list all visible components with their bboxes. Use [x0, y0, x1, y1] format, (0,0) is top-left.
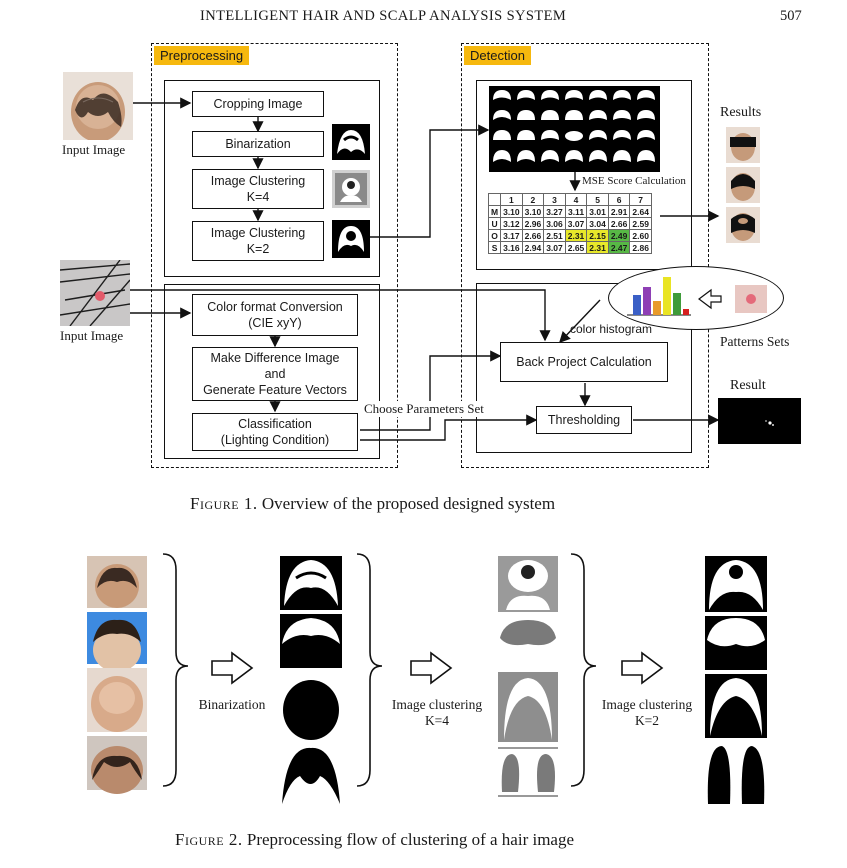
- result-threshold-image: [718, 398, 801, 444]
- running-head: INTELLIGENT HAIR AND SCALP ANALYSIS SYST…: [0, 6, 847, 26]
- result-label: Result: [730, 378, 766, 393]
- pattern-silhouette-grid: [489, 86, 660, 172]
- mse-header-row: 1 2 3 4 5 6 7: [487, 193, 652, 206]
- patterns-sets-label: Patterns Sets: [720, 334, 790, 349]
- step-color-format-conversion: Color format Conversion (CIE xyY): [192, 294, 358, 336]
- fig2-binarization-label: Binarization: [198, 697, 266, 712]
- detection-panel-top: [476, 80, 692, 270]
- result-thumb-3: [726, 207, 760, 243]
- step-image-clustering-k4: Image Clustering K=4: [192, 169, 324, 209]
- mse-score-table: 1 2 3 4 5 6 7 M 3.10 3.10 3.27 3.11 3.01…: [487, 193, 652, 254]
- table-row: O 3.17 2.66 2.51 2.31 2.15 2.49 2.60: [487, 229, 652, 242]
- thumb-binarization: [332, 124, 370, 160]
- table-row: M 3.10 3.10 3.27 3.11 3.01 2.91 2.64: [487, 205, 652, 218]
- result-thumb-1: [726, 127, 760, 163]
- figure-2: Binarization Image clustering K=4 Image …: [0, 540, 847, 868]
- thumb-clustering-k2: [332, 220, 370, 258]
- patterns-set-ellipse: [608, 266, 784, 330]
- input-image-label-1: Input Image: [62, 142, 126, 157]
- figure-1-caption: Figure 1. Overview of the proposed desig…: [190, 494, 556, 513]
- step-classification: Classification (Lighting Condition): [192, 413, 358, 451]
- color-histogram-label: color histogram: [570, 322, 653, 336]
- fig2-clustering-k2-label: Image clustering K=2: [601, 697, 693, 728]
- choose-parameters-label: Choose Parameters Set: [364, 401, 484, 417]
- mse-header-cell: 1: [500, 193, 523, 206]
- step-image-clustering-k2: Image Clustering K=2: [192, 221, 324, 261]
- input-photo-column: [87, 556, 147, 794]
- detection-panel-bottom: [476, 283, 692, 453]
- running-head-title: INTELLIGENT HAIR AND SCALP ANALYSIS SYST…: [200, 8, 567, 24]
- mse-score-label: MSE Score Calculation: [582, 175, 686, 187]
- detection-frame: [461, 43, 709, 468]
- mse-header-cell: 3: [543, 193, 566, 206]
- step-cropping-image: Cropping Image: [192, 91, 324, 117]
- binarized-column: [280, 556, 342, 804]
- mse-header-cell: [487, 193, 502, 206]
- input-image-scalp-top: [63, 72, 133, 140]
- thumb-clustering-k4: [332, 170, 370, 208]
- step-back-project-calculation: Back Project Calculation: [500, 342, 668, 382]
- preprocessing-tag: Preprocessing: [154, 46, 250, 65]
- results-label: Results: [720, 105, 762, 120]
- preprocessing-frame: [151, 43, 398, 468]
- figure-2-graphics: [87, 553, 767, 806]
- preprocessing-panel-bottom: [164, 284, 380, 459]
- result-thumb-2: [726, 167, 760, 203]
- step-thresholding: Thresholding: [536, 406, 632, 434]
- step-binarization: Binarization: [192, 131, 324, 157]
- fig2-clustering-k4-label: Image clustering K=4: [391, 697, 483, 728]
- mse-header-cell: 6: [607, 193, 631, 206]
- input-image-label-2: Input Image: [60, 328, 124, 343]
- mse-header-cell: 2: [521, 193, 545, 206]
- clustering-k4-column: [498, 556, 558, 797]
- preprocessing-panel-top: [164, 80, 380, 277]
- figure-2-caption: Figure 2. Preprocessing flow of clusteri…: [175, 830, 575, 849]
- detection-tag: Detection: [464, 46, 531, 65]
- input-image-scalp-closeup: [60, 260, 130, 326]
- mse-header-cell: 7: [629, 193, 652, 206]
- clustering-k2-column: [705, 556, 767, 806]
- step-make-difference-image: Make Difference Image and Generate Featu…: [192, 347, 358, 401]
- table-row: U 3.12 2.96 3.06 3.07 3.04 2.66 2.59: [487, 217, 652, 230]
- mse-header-cell: 4: [564, 193, 588, 206]
- figure-1: Preprocessing Detection Input Image: [60, 43, 801, 513]
- mse-header-cell: 5: [586, 193, 609, 206]
- page-number: 507: [780, 8, 802, 24]
- table-row: S 3.16 2.94 3.07 2.65 2.31 2.47 2.86: [487, 241, 652, 254]
